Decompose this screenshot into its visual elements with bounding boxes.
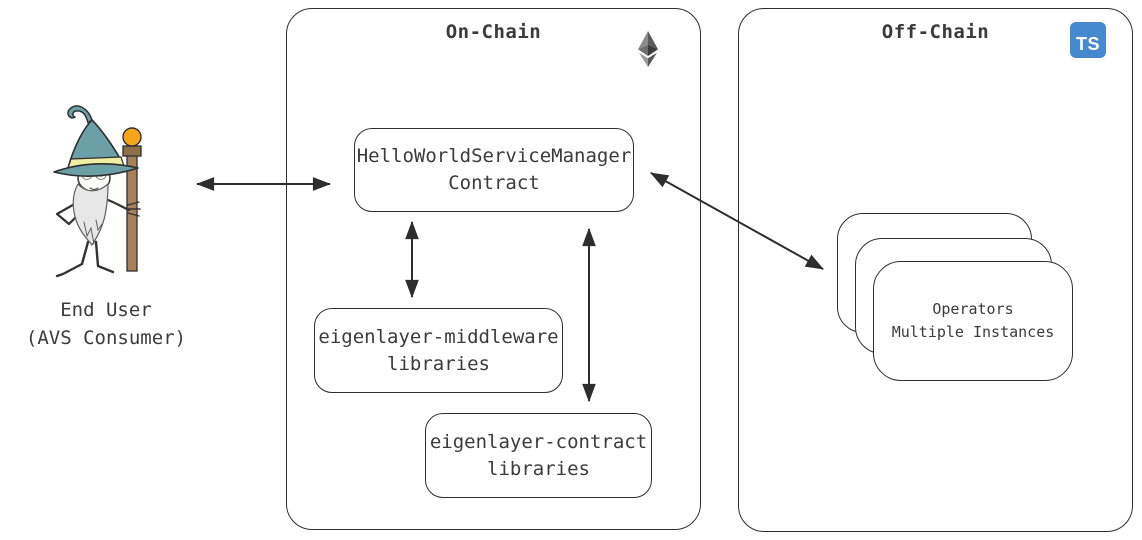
end-user-label-line1: End User [60,299,152,321]
ethereum-icon [638,31,658,67]
wizard-hat-icon [53,105,139,177]
end-user-label-line2: (AVS Consumer) [25,326,187,349]
middleware-node: eigenlayer-middleware libraries [314,308,563,393]
offchain-title: Off-Chain [881,21,990,43]
contract-libs-line1: eigenlayer-contract [429,430,648,453]
service-manager-line2: Contract [448,172,540,194]
middleware-line1: eigenlayer-middleware [318,325,559,348]
end-user-label: End User (AVS Consumer) [8,297,204,352]
service-manager-node: HelloWorldServiceManager Contract [354,128,634,212]
typescript-icon: TS [1070,22,1106,58]
staff-icon [122,127,142,272]
operators-line1: Operators [932,299,1014,318]
onchain-title: On-Chain [445,21,542,43]
service-manager-line1: HelloWorldServiceManager [356,145,632,168]
contract-libs-node: eigenlayer-contract libraries [425,413,652,498]
operators-node: Operators Multiple Instances [873,261,1073,381]
middleware-line2: libraries [387,352,490,375]
wizard-illustration [53,105,142,278]
operators-line2: Multiple Instances [891,323,1055,341]
contract-libs-line2: libraries [487,457,590,480]
